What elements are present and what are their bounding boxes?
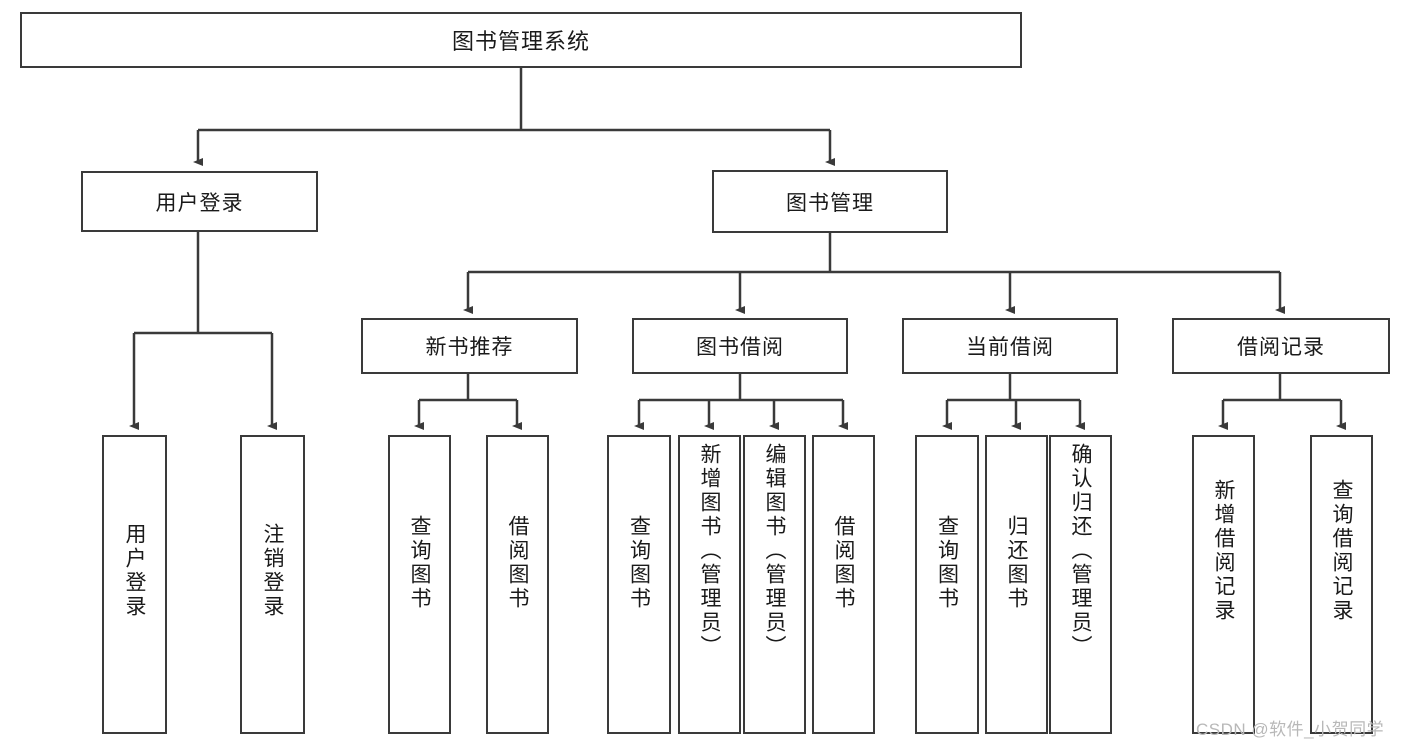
node-label: 编辑图书（管理员）: [763, 443, 786, 659]
leaf-borrow-record-query-record[interactable]: 查询借阅记录: [1310, 435, 1373, 734]
node-label: 用户登录: [155, 191, 244, 215]
node-label: 借阅图书: [832, 515, 855, 611]
node-label: 归还图书: [1005, 515, 1028, 611]
leaf-current-borrow-return-books[interactable]: 归还图书: [985, 435, 1048, 734]
node-root-book-management-system[interactable]: 图书管理系统: [20, 12, 1022, 68]
leaf-current-borrow-confirm-return-admin[interactable]: 确认归还（管理员）: [1049, 435, 1112, 734]
leaf-user-login-login[interactable]: 用户登录: [102, 435, 167, 734]
node-label: 图书借阅: [696, 336, 784, 359]
node-new-book-recommend[interactable]: 新书推荐: [361, 318, 578, 374]
node-label: 确认归还（管理员）: [1069, 443, 1092, 659]
node-label: 图书管理系统: [451, 29, 590, 54]
node-borrow-record[interactable]: 借阅记录: [1172, 318, 1390, 374]
node-label: 新增借阅记录: [1212, 479, 1235, 623]
node-label: 当前借阅: [966, 336, 1054, 359]
leaf-current-borrow-query-books[interactable]: 查询图书: [915, 435, 979, 734]
leaf-book-borrow-edit-book-admin[interactable]: 编辑图书（管理员）: [743, 435, 806, 734]
node-label: 查询图书: [408, 515, 431, 611]
leaf-new-book-query-books[interactable]: 查询图书: [388, 435, 451, 734]
node-label: 查询图书: [935, 515, 959, 611]
node-current-borrow[interactable]: 当前借阅: [902, 318, 1118, 374]
leaf-user-login-logout[interactable]: 注销登录: [240, 435, 305, 734]
node-label: 新书推荐: [425, 336, 514, 359]
node-user-login[interactable]: 用户登录: [81, 171, 318, 232]
node-label: 新增图书（管理员）: [698, 443, 721, 659]
node-label: 查询借阅记录: [1330, 479, 1353, 623]
leaf-book-borrow-borrow-books[interactable]: 借阅图书: [812, 435, 875, 734]
leaf-book-borrow-add-book-admin[interactable]: 新增图书（管理员）: [678, 435, 741, 734]
node-label: 图书管理: [786, 191, 874, 215]
leaf-new-book-borrow-books[interactable]: 借阅图书: [486, 435, 549, 734]
node-label: 注销登录: [261, 523, 284, 619]
node-label: 借阅图书: [506, 515, 529, 611]
node-label: 借阅记录: [1237, 336, 1325, 359]
leaf-borrow-record-add-record[interactable]: 新增借阅记录: [1192, 435, 1255, 734]
node-label: 查询图书: [627, 515, 651, 611]
watermark-text: CSDN @软件_小贺同学: [1196, 720, 1385, 739]
node-label: 用户登录: [123, 523, 146, 619]
leaf-book-borrow-query-books[interactable]: 查询图书: [607, 435, 671, 734]
node-book-borrow[interactable]: 图书借阅: [632, 318, 848, 374]
node-book-management[interactable]: 图书管理: [712, 170, 948, 233]
